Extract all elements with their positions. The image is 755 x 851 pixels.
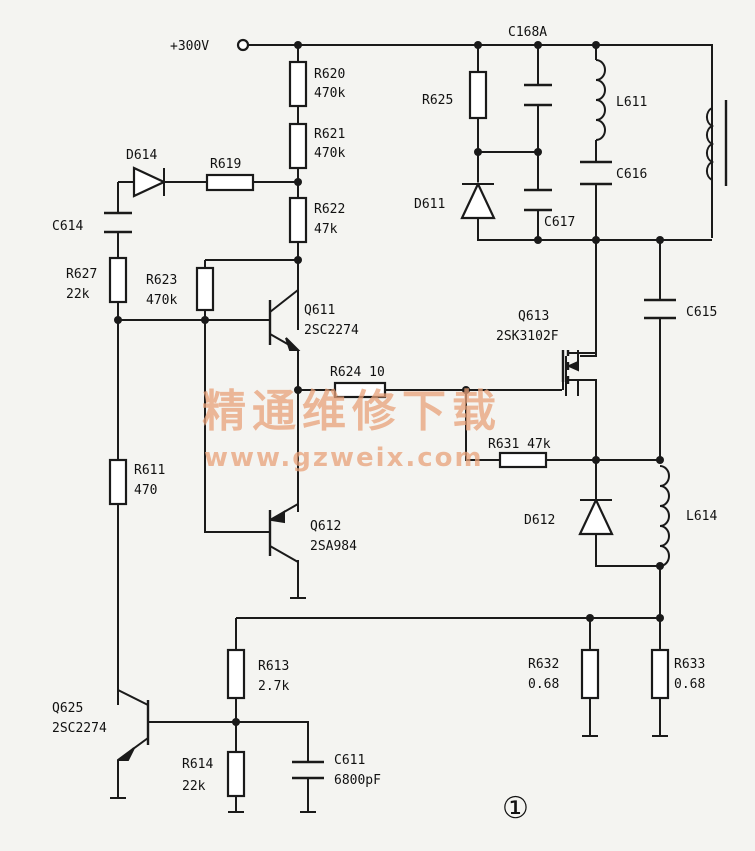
watermark-title: 精通维修下载 [202, 386, 502, 437]
resistors [108, 60, 670, 798]
label-r621-val: 470k [314, 146, 345, 161]
label-r632-val: 0.68 [528, 677, 559, 692]
d611-triangle [460, 181, 496, 220]
d614-triangle [132, 166, 167, 198]
label-q613-type: 2SK3102F [496, 329, 559, 344]
inductors [595, 59, 728, 567]
label-q612-type: 2SA984 [310, 539, 357, 554]
terminal-300v-node [236, 38, 250, 52]
label-r631: R631 47k [488, 437, 551, 452]
label-r613: R613 [258, 659, 289, 674]
label-q612: Q612 [310, 519, 341, 534]
label-r633-val: 0.68 [674, 677, 705, 692]
label-r620: R620 [314, 67, 345, 82]
label-l611: L611 [616, 95, 647, 110]
watermark-url: www.gzweix.com [204, 443, 484, 473]
label-r620-val: 470k [314, 86, 345, 101]
c168a-plates [524, 83, 552, 107]
label-r633: R633 [674, 657, 705, 672]
r625-body [468, 70, 488, 120]
c615-plates [644, 298, 676, 320]
transformer-coil [705, 107, 715, 181]
label-r632: R632 [528, 657, 559, 672]
label-q611: Q611 [304, 303, 335, 318]
label-c611: C611 [334, 753, 365, 768]
label-d612: D612 [524, 513, 555, 528]
label-r622-val: 47k [314, 222, 338, 237]
capacitors [104, 83, 676, 780]
r623-body [195, 266, 215, 312]
label-r625: R625 [422, 93, 453, 108]
label-300v: +300V [170, 39, 209, 54]
r624-body [333, 381, 387, 399]
label-r614: R614 [182, 757, 213, 772]
label-r614-val: 22k [182, 779, 206, 794]
transistors [117, 289, 596, 761]
c614-plates [104, 211, 132, 234]
r633-body [650, 648, 670, 700]
l614-coil [659, 465, 670, 567]
r611-body [108, 458, 128, 506]
r621-body [288, 122, 308, 170]
label-c168a: C168A [508, 25, 547, 40]
diodes [132, 166, 614, 536]
label-r621: R621 [314, 127, 345, 142]
label-r627: R627 [66, 267, 97, 282]
label-r619: R619 [210, 157, 241, 172]
label-c616: C616 [616, 167, 647, 182]
r620-body [288, 60, 308, 108]
r631-body [498, 451, 548, 469]
labels: +300V C168A R620 470k R621 470k R622 47k… [52, 25, 717, 826]
label-r611-val: 470 [134, 483, 157, 498]
label-q625-type: 2SC2274 [52, 721, 107, 736]
label-r613-val: 2.7k [258, 679, 289, 694]
r613-body [226, 648, 246, 700]
r619-body [205, 173, 255, 192]
label-c617: C617 [544, 215, 575, 230]
label-r622: R622 [314, 202, 345, 217]
c617-plates [524, 188, 552, 212]
r614-body [226, 750, 246, 798]
label-q611-type: 2SC2274 [304, 323, 359, 338]
figure-number: ① [502, 791, 529, 826]
d612-triangle [578, 497, 614, 536]
label-r623-val: 470k [146, 293, 177, 308]
label-r611: R611 [134, 463, 165, 478]
label-c615: C615 [686, 305, 717, 320]
l611-coil [595, 59, 606, 141]
r627-body [108, 256, 128, 304]
label-r627-val: 22k [66, 287, 90, 302]
junction-dots [114, 41, 664, 726]
r622-body [288, 196, 308, 244]
label-c614: C614 [52, 219, 83, 234]
label-r623: R623 [146, 273, 177, 288]
label-q613: Q613 [518, 309, 549, 324]
label-c611-val: 6800pF [334, 773, 381, 788]
c616-plates [580, 160, 612, 186]
label-q625: Q625 [52, 701, 83, 716]
c611-plates [292, 760, 324, 780]
r632-body [580, 648, 600, 700]
label-l614: L614 [686, 509, 717, 524]
label-r624: R624 10 [330, 365, 385, 380]
label-d614: D614 [126, 148, 157, 163]
label-d611: D611 [414, 197, 445, 212]
